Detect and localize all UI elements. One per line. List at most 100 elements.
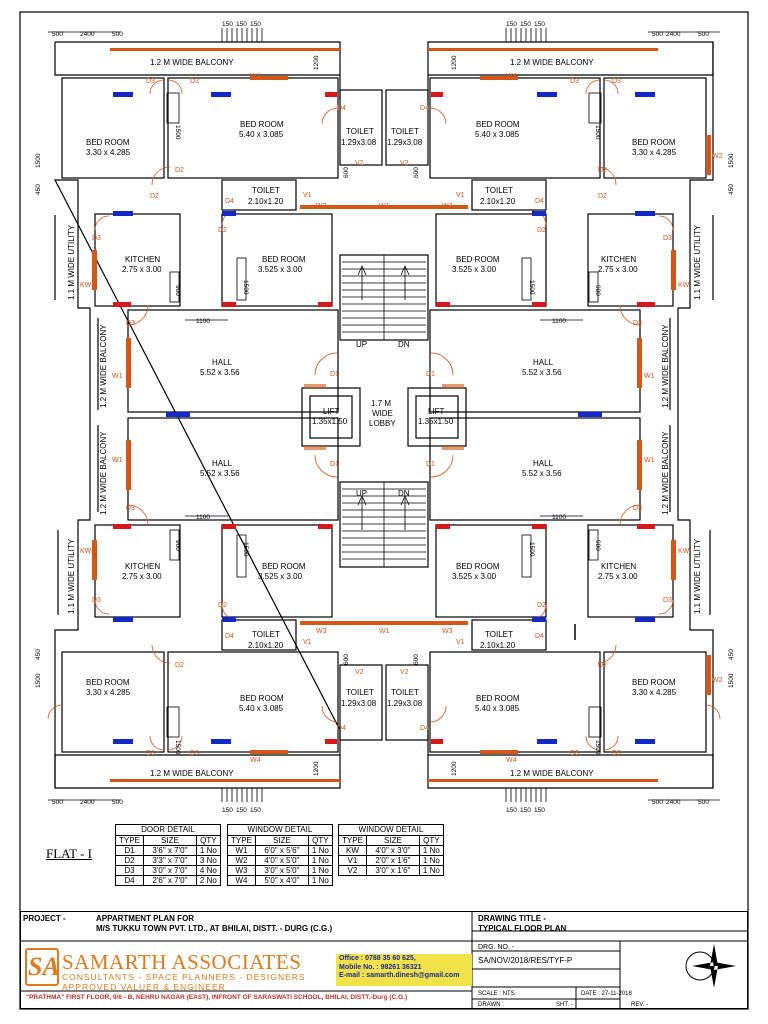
svg-text:V2: V2 — [355, 160, 364, 167]
svg-text:2400: 2400 — [80, 31, 95, 38]
bed-c-tr-size: 3.525 x 3.00 — [452, 265, 497, 274]
hall-tl-size: 5.52 x 3.56 — [200, 368, 240, 377]
drg-no-label: DRG. NO. - — [478, 944, 515, 951]
toilet-a-3-title: TOILET — [346, 688, 374, 697]
balcony-bottom-right-label: 1.2 M WIDE BALCONY — [510, 769, 594, 778]
svg-text:1200: 1200 — [451, 761, 458, 776]
svg-text:W3: W3 — [316, 628, 327, 635]
svg-text:D1: D1 — [426, 461, 435, 468]
svg-text:D3: D3 — [146, 78, 155, 85]
svg-text:150: 150 — [250, 807, 261, 814]
toilet-b-tr-size: 2.10x1.20 — [480, 197, 516, 206]
svg-text:D3: D3 — [612, 78, 621, 85]
lobby-label-3: LOBBY — [369, 419, 396, 428]
svg-text:D2: D2 — [175, 167, 184, 174]
project-label: PROJECT - — [23, 914, 66, 923]
svg-text:D2: D2 — [218, 227, 227, 234]
dimension-ticks — [48, 28, 720, 802]
hall-br-title: HALL — [533, 459, 554, 468]
kitchen-bl-title: KITCHEN — [125, 562, 160, 571]
svg-text:D2: D2 — [598, 193, 607, 200]
kitchen-br-size: 2.75 x 3.00 — [598, 572, 638, 581]
svg-text:V1: V1 — [456, 639, 465, 646]
stair-up-bottom: UP — [356, 489, 367, 498]
svg-text:1100: 1100 — [552, 514, 566, 521]
company-name: SAMARTH ASSOCIATES — [62, 950, 302, 974]
utility-r2: 1.1 M WIDE UTILITY — [693, 538, 702, 614]
bed-a-tr-size: 5.40 x 3.085 — [475, 130, 520, 139]
svg-text:1100: 1100 — [552, 318, 566, 325]
svg-text:D4: D4 — [337, 725, 346, 732]
toilet-a-3-size: 1.29x3.08 — [341, 699, 377, 708]
drawing-title: TYPICAL FLOOR PLAN — [478, 924, 567, 933]
bed-a-tl-size: 5.40 x 3.085 — [239, 130, 284, 139]
hall-tr-title: HALL — [533, 358, 554, 367]
svg-text:600: 600 — [413, 167, 420, 178]
windows — [92, 48, 711, 782]
svg-text:D3: D3 — [663, 235, 672, 242]
svg-text:D3: D3 — [570, 750, 579, 757]
bed-b-br-size: 3.30 x 4.285 — [632, 688, 677, 697]
svg-text:500: 500 — [52, 31, 63, 38]
hall-tr-size: 5.52 x 3.56 — [522, 368, 562, 377]
toilet-b-bl-title: TOILET — [252, 630, 280, 639]
company-logo-icon: SA — [25, 948, 60, 986]
lobby-label-2: WIDE — [372, 409, 393, 418]
svg-text:1100: 1100 — [196, 318, 210, 325]
svg-text:V1: V1 — [303, 639, 312, 646]
svg-text:D3: D3 — [612, 750, 621, 757]
scale-text: SCALE : NTS — [478, 991, 515, 997]
svg-text:1500: 1500 — [35, 673, 42, 688]
svg-text:D3: D3 — [570, 78, 579, 85]
rev-text: REV. - — [631, 1002, 649, 1008]
svg-text:W4: W4 — [250, 73, 261, 80]
toilet-a-2-size: 1.29x3.08 — [387, 138, 423, 147]
toilet-a-2-title: TOILET — [391, 127, 419, 136]
svg-text:1200: 1200 — [451, 55, 458, 70]
bed-c-bl-size: 3.525 x 3.00 — [258, 572, 303, 581]
hall-br-size: 5.52 x 3.56 — [522, 469, 562, 478]
svg-text:W2: W2 — [712, 153, 723, 160]
bed-b-tr-size: 3.30 x 4.285 — [632, 148, 677, 157]
svg-text:150: 150 — [222, 807, 233, 814]
bed-b-tl-size: 3.30 x 4.285 — [86, 148, 131, 157]
svg-text:D2: D2 — [150, 193, 159, 200]
drawn-text: DRAWN : — [478, 1002, 504, 1008]
door-window-tags: D3 D3 D3 D3 W4 W4 D4 D4 W2 D2 D2 V2 V2 V… — [80, 73, 723, 764]
bed-c-bl-title: BED ROOM — [262, 562, 306, 571]
svg-text:D3: D3 — [92, 597, 101, 604]
svg-text:2400: 2400 — [666, 31, 681, 38]
lift-right-title: LIFT — [428, 407, 445, 416]
svg-text:1500: 1500 — [528, 542, 535, 557]
side-balcony-r1: 1.2 M WIDE BALCONY — [661, 324, 670, 408]
bed-c-br-title: BED ROOM — [456, 562, 500, 571]
side-balcony-l2: 1.2 M WIDE BALCONY — [99, 431, 108, 515]
svg-text:D4: D4 — [225, 633, 234, 640]
svg-text:150: 150 — [250, 21, 261, 28]
kitchen-tr-size: 2.75 x 3.00 — [598, 265, 638, 274]
bed-b-br-title: BED ROOM — [632, 678, 676, 687]
svg-text:D4: D4 — [337, 105, 346, 112]
svg-text:W3: W3 — [442, 203, 453, 210]
flat-title: FLAT - I — [46, 846, 92, 861]
fixtures — [166, 92, 602, 738]
bed-c-tr-title: BED ROOM — [456, 255, 500, 264]
svg-text:500: 500 — [112, 799, 123, 806]
svg-text:500: 500 — [652, 799, 663, 806]
toilet-b-br-size: 2.10x1.20 — [480, 641, 516, 650]
table-header-row: TYPE SIZE QTY — [115, 835, 221, 846]
svg-text:450: 450 — [35, 649, 42, 660]
svg-text:W1: W1 — [379, 628, 390, 635]
svg-text:450: 450 — [728, 649, 735, 660]
svg-text:W1: W1 — [644, 373, 655, 380]
lobby-label-1: 1.7 M — [371, 399, 391, 408]
svg-text:2400: 2400 — [666, 799, 681, 806]
svg-text:W3: W3 — [316, 203, 327, 210]
svg-text:V1: V1 — [456, 192, 465, 199]
svg-text:D1: D1 — [426, 371, 435, 378]
svg-text:D4: D4 — [535, 633, 544, 640]
bed-c-tl-size: 3.525 x 3.00 — [258, 265, 303, 274]
